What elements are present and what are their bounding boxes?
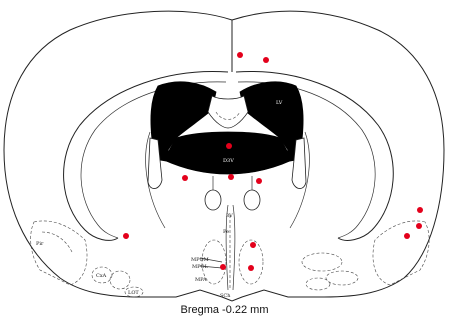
septum	[208, 96, 248, 128]
ventral-right-oval-3	[306, 278, 330, 290]
site-marker	[248, 265, 254, 271]
site-marker	[417, 207, 423, 213]
site-marker	[182, 175, 188, 181]
ventral-left-region	[31, 221, 87, 285]
label-sch: SCh	[220, 293, 231, 299]
label-3v: 3V	[226, 213, 233, 219]
site-marker	[123, 233, 129, 239]
label-cxa: CxA	[96, 273, 107, 279]
dorsal-third-ventricle	[164, 132, 292, 174]
label-lv: LV	[276, 100, 283, 106]
site-marker	[404, 233, 410, 239]
fornix-left	[205, 190, 221, 210]
label-mpa: MPA	[195, 277, 207, 283]
label-mpol: MPOL	[192, 264, 209, 270]
site-marker	[237, 52, 243, 58]
ventral-right-oval-2	[326, 271, 358, 285]
site-marker	[263, 57, 269, 63]
fornix-right	[244, 190, 260, 210]
site-marker	[220, 264, 226, 270]
aco-region	[110, 271, 130, 289]
ventral-right-oval-1	[302, 253, 342, 271]
label-d3v: D3V	[223, 158, 234, 164]
bregma-caption: Bregma -0.22 mm	[0, 304, 449, 316]
ventral-right-region	[373, 221, 429, 285]
label-pir: Pir	[36, 241, 44, 247]
site-marker	[256, 178, 262, 184]
site-marker	[226, 143, 232, 149]
site-marker	[250, 242, 256, 248]
ventral-left-inner	[42, 232, 72, 252]
label-lot: LOT	[128, 290, 139, 296]
site-marker	[416, 223, 422, 229]
label-mpom: MPOM	[191, 257, 209, 263]
label-pe: Pe	[223, 229, 229, 235]
site-marker	[228, 174, 234, 180]
